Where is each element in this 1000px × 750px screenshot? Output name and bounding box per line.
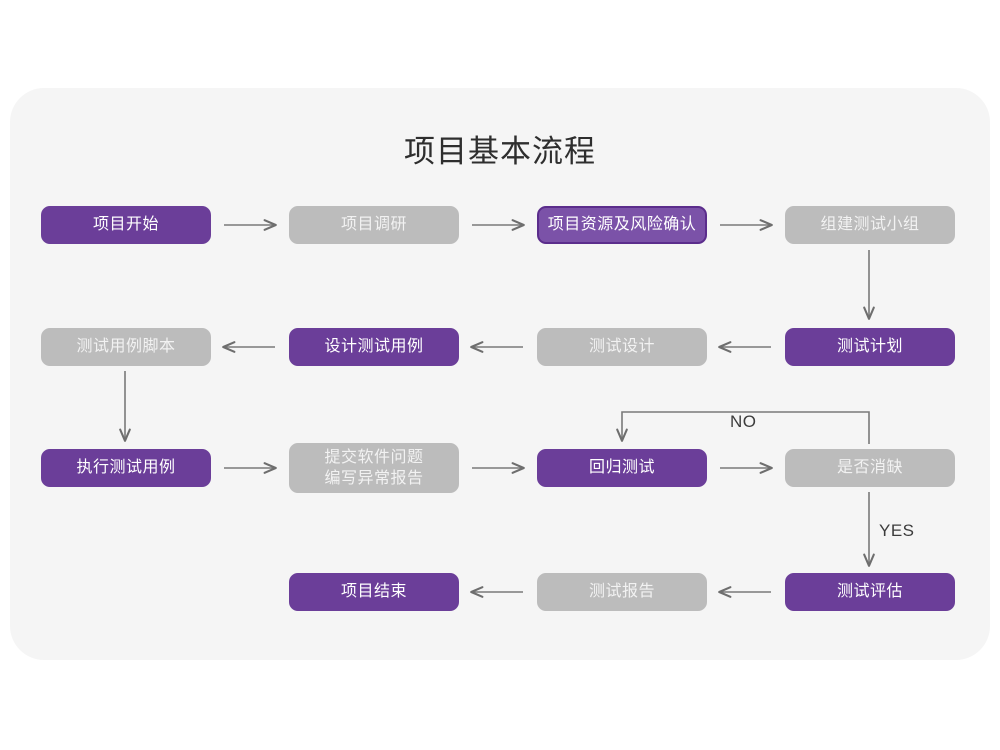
node-design-testcase[interactable]: 设计测试用例 (289, 328, 459, 366)
node-submit-issue-report-line1: 提交软件问题 (324, 449, 424, 466)
edge-label-no: NO (730, 412, 757, 431)
page-title: 项目基本流程 (404, 134, 596, 169)
node-test-plan[interactable]: 测试计划 (785, 328, 955, 366)
node-submit-issue-report[interactable]: 提交软件问题 编写异常报告 (289, 443, 459, 493)
node-execute-testcase[interactable]: 执行测试用例 (41, 449, 211, 487)
node-project-research[interactable]: 项目调研 (289, 206, 459, 244)
node-test-evaluation[interactable]: 测试评估 (785, 573, 955, 611)
node-project-start[interactable]: 项目开始 (41, 206, 211, 244)
node-resource-risk-confirm[interactable]: 项目资源及风险确认 (537, 206, 707, 244)
node-build-test-team[interactable]: 组建测试小组 (785, 206, 955, 244)
node-defect-resolved[interactable]: 是否消缺 (785, 449, 955, 487)
node-testcase-script[interactable]: 测试用例脚本 (41, 328, 211, 366)
node-project-end[interactable]: 项目结束 (289, 573, 459, 611)
node-submit-issue-report-line2: 编写异常报告 (324, 470, 424, 487)
flowchart-card (10, 88, 990, 660)
node-test-report[interactable]: 测试报告 (537, 573, 707, 611)
node-test-design[interactable]: 测试设计 (537, 328, 707, 366)
node-regression-test[interactable]: 回归测试 (537, 449, 707, 487)
edge-label-yes: YES (879, 521, 915, 540)
edge-n12-n11-no (616, 411, 870, 444)
